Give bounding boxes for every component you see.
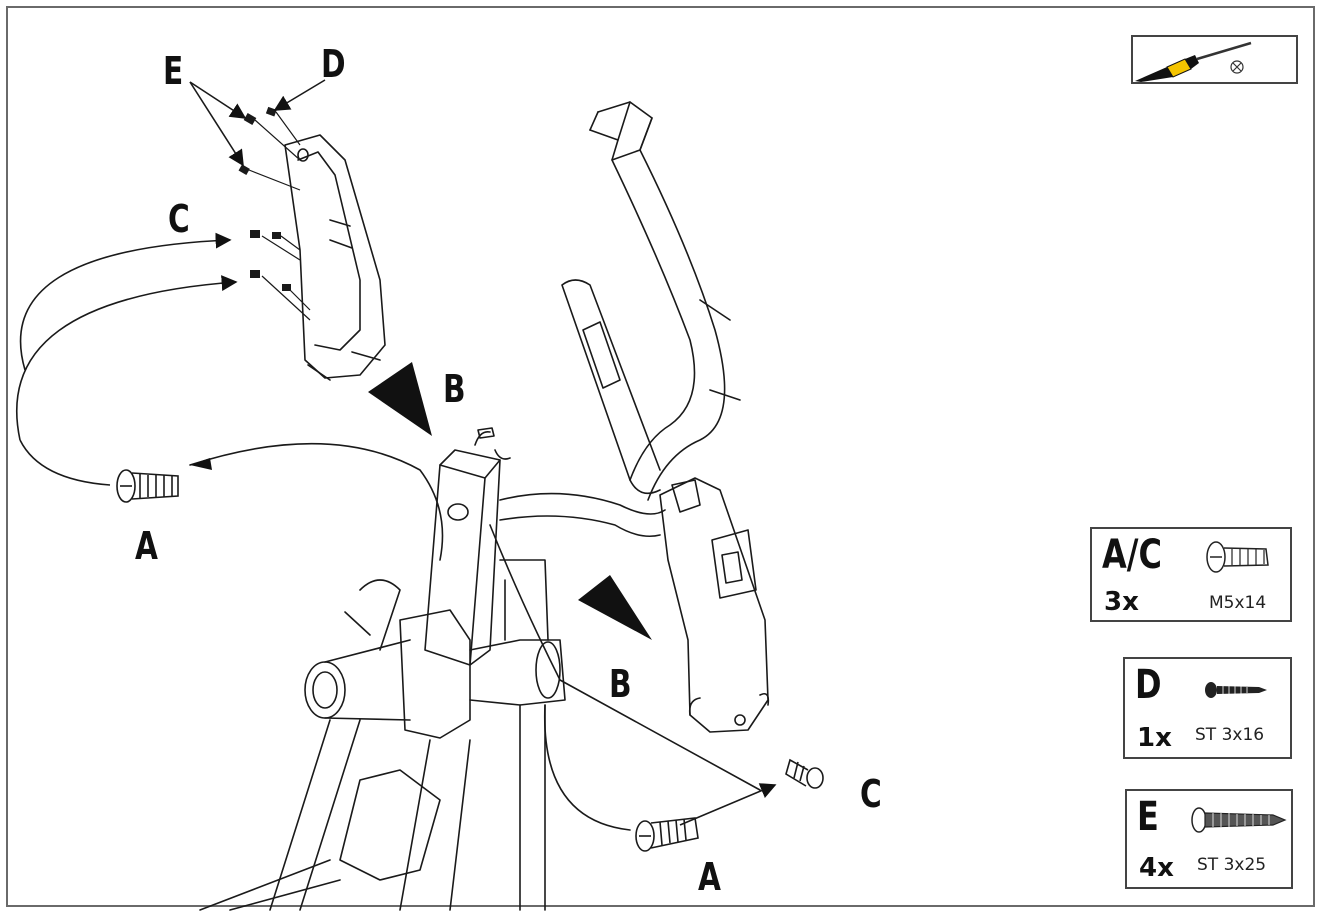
label-c-top: C	[168, 197, 190, 241]
guide-line-left	[189, 442, 444, 561]
right-cover-part	[659, 477, 770, 733]
bolt-c-right	[785, 758, 824, 789]
small-screw-icon	[1205, 682, 1267, 698]
legend-item-e: E 4x ST 3x25	[1125, 789, 1293, 889]
top-screws	[238, 106, 291, 291]
main-column	[424, 427, 511, 666]
legend-item-d: D 1x ST 3x16	[1123, 657, 1292, 759]
diagram-frame	[6, 6, 1315, 907]
hub-assembly	[304, 559, 566, 739]
legend-size: M5x14	[1209, 593, 1267, 613]
legend-qty: 3x	[1104, 587, 1139, 617]
legend-size: ST 3x25	[1197, 855, 1267, 875]
phillips-screwdriver-icon	[1135, 41, 1252, 82]
middle-handle	[561, 279, 661, 495]
label-b-upper: B	[443, 367, 466, 411]
long-screw-icon	[1191, 807, 1287, 833]
legend-qty: 1x	[1137, 723, 1172, 753]
tool-indicator	[1131, 35, 1298, 84]
lower-frame	[199, 579, 546, 911]
direction-arrow-b-lower	[578, 575, 652, 640]
left-cover-part	[284, 134, 386, 381]
label-a-bottom: A	[698, 855, 721, 899]
crossbar	[499, 492, 666, 538]
legend-key: D	[1135, 662, 1162, 708]
guide-line-lower	[489, 524, 761, 791]
bolt-a-left	[116, 469, 179, 503]
legend-size: ST 3x16	[1195, 725, 1265, 745]
label-d-top: D	[321, 42, 346, 86]
legend-key: A/C	[1102, 532, 1162, 578]
label-a-left: A	[135, 524, 158, 568]
bolt-a-bottom	[635, 817, 699, 852]
label-b-lower: B	[609, 662, 632, 706]
right-handlebar	[589, 101, 741, 501]
label-e-top: E	[163, 49, 184, 93]
guide-line-bottom	[543, 704, 631, 831]
legend-qty: 4x	[1139, 853, 1174, 883]
bolt-icon	[1206, 541, 1269, 573]
label-c-right: C	[860, 772, 882, 816]
legend-item-ac: A/C 3x M5x14	[1090, 527, 1292, 622]
legend-key: E	[1137, 794, 1159, 840]
direction-arrow-b-upper	[368, 362, 432, 436]
